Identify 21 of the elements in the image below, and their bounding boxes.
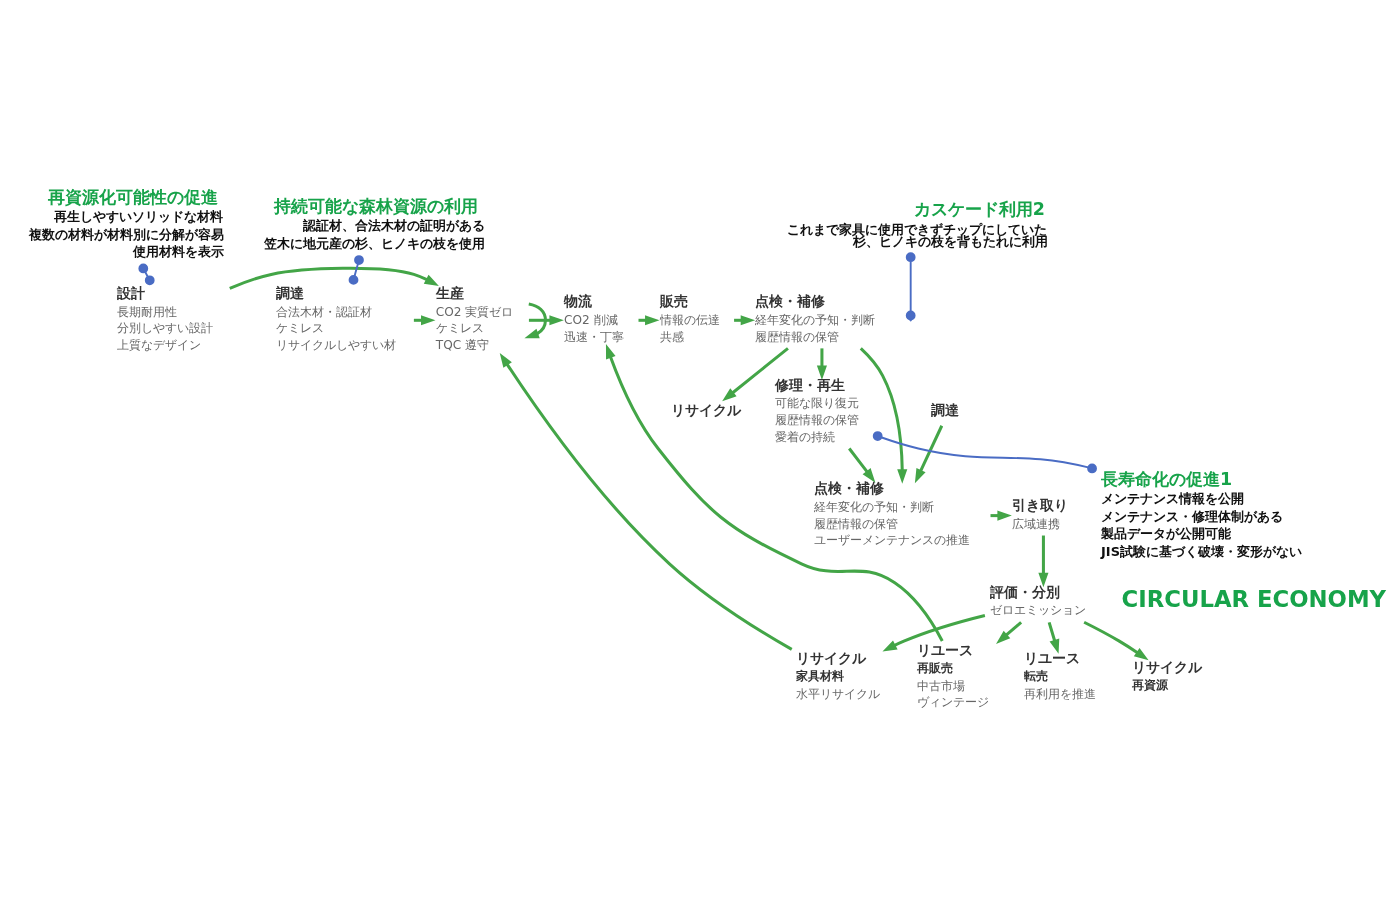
node-text: 持続可能な森林資源の利用 認証材、合法木材の証明がある 笠木に地元産の杉、ヒノキの枝を使用 xyxy=(263,196,486,251)
node-text: 調達 xyxy=(931,401,960,418)
node-text: 長寿命化の促進1 メンテナンス情報を公開 メンテナンス・修理体制がある 製品データが公開可能 JIS試験に基づく破壊・変形がない xyxy=(1101,468,1302,559)
node-text: リサイクル 家具材料 水平リサイクル xyxy=(796,650,881,701)
node-text: 設計 長期耐用性 分別しやすい設計 上質なデザイン xyxy=(117,284,214,352)
node-text: リユース 再販売 中古市場 ヴィンテージ xyxy=(916,642,989,710)
node-text: 生産 CO2 実質ゼロ ケミレス TQC 遵守 xyxy=(435,284,514,352)
node-text: リユース 転売 再利用を推進 xyxy=(1024,650,1097,701)
node-text: 引き取り 広域連携 xyxy=(1012,496,1069,531)
node-text: 修理・再生 可能な限り復元 履歴情報の保管 愛着の持続 xyxy=(774,376,859,444)
node-text: 評価・分別 ゼロエミッション xyxy=(989,583,1086,618)
label: CIRCULAR ECONOMY xyxy=(1121,586,1387,613)
node-text: 点検・補修 経年変化の予知・判断 履歴情報の保管 xyxy=(755,293,876,344)
node-text: 調達 合法木材・認証材 ケミレス リサイクルしやすい材 xyxy=(275,284,396,352)
node-text: カスケード利用2 これまで家具に使用できずチップにしていた杉、ヒノキの枝を背もたれに利用 xyxy=(787,199,1049,250)
node-text: 販売 情報の伝達 共感 xyxy=(659,293,720,344)
node-text: 再資源化可能性の促進 再生しやすいソリッドな材料 複数の材料が材料別に分解が容易 使用材料を表示 xyxy=(28,187,225,260)
node-text: リサイクル 再資源 xyxy=(1132,658,1203,692)
node-text: リサイクル xyxy=(670,401,741,418)
node-text: 点検・補修 経年変化の予知・判断 履歴情報の保管 ユーザーメンテナンスの推進 xyxy=(814,480,971,548)
node-text: 物流 CO2 削減 迅速・丁寧 xyxy=(564,293,625,344)
